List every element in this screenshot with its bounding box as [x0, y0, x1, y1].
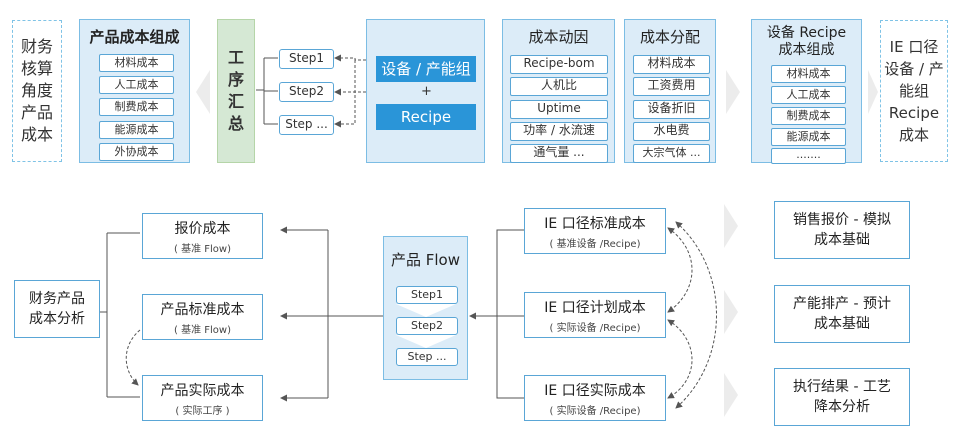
equipment-panel: 设备 / 产能组 + Recipe	[366, 19, 485, 163]
cost-allocation-panel: 成本分配 材料成本 工资费用 设备折旧 水电费 大宗气体 ...	[624, 19, 716, 163]
top-step-2: Step2	[279, 82, 334, 102]
product-cost-item: 制费成本	[99, 98, 174, 116]
top-step-1: Step1	[279, 49, 334, 69]
standard-cost-sub: ( 基准 Flow)	[174, 325, 231, 336]
ie-dashed-curve-1	[667, 227, 693, 313]
cost-allocation-item: 材料成本	[633, 55, 710, 74]
quote-cost-title: 报价成本	[174, 221, 231, 237]
product-cost-title: 产品成本组成	[89, 28, 180, 46]
result-capacity-plan: 产能排产 - 预计成本基础	[774, 285, 910, 343]
plus-sign: +	[421, 84, 432, 99]
finance-view-label: 财务核算角度产品成本	[20, 37, 53, 144]
cost-allocation-title: 成本分配	[639, 28, 700, 46]
ie-view-box: IE 口径设备 / 产能组Recipe成本	[880, 20, 948, 162]
recipe-label: Recipe	[376, 104, 476, 130]
finance-view-box: 财务核算角度产品成本	[12, 20, 62, 162]
ie-dashed-curve-2	[667, 319, 693, 399]
equipment-label: 设备 / 产能组	[376, 56, 476, 82]
product-cost-item: 人工成本	[99, 76, 174, 94]
cost-allocation-item: 大宗气体 ...	[633, 144, 710, 163]
ie-plan-box: IE 口径计划成本 ( 实际设备 /Recipe)	[524, 292, 666, 338]
ie-standard-box: IE 口径标准成本 ( 基准设备 /Recipe)	[524, 208, 666, 254]
equipment-to-step3-arrow	[334, 60, 356, 128]
actual-cost-title: 产品实际成本	[160, 383, 245, 399]
cost-allocation-item: 水电费	[633, 122, 710, 141]
chevron-down-icon	[396, 304, 456, 317]
actual-cost-box: 产品实际成本 ( 实际工序 )	[142, 375, 263, 421]
chevron-right-icon	[868, 70, 878, 114]
recipe-cost-item: .......	[771, 148, 846, 164]
finance-analysis-label: 财务产品成本分析	[29, 291, 85, 327]
chevron-down-icon	[396, 335, 456, 348]
result-execution-label: 执行结果 - 工艺降本分析	[793, 379, 891, 415]
recipe-cost-title: 设备 Recipe 成本组成	[766, 25, 847, 58]
cost-allocation-item: 工资费用	[633, 77, 710, 96]
ie-standard-title: IE 口径标准成本	[544, 216, 646, 232]
cost-driver-item: 人机比	[510, 77, 608, 96]
cost-driver-item: Recipe-bom	[510, 55, 608, 74]
cost-driver-item: 功率 / 水流速	[510, 122, 608, 141]
quote-cost-box: 报价成本 ( 基准 Flow)	[142, 213, 263, 259]
ie-actual-sub: ( 实际设备 /Recipe)	[549, 406, 641, 417]
ie-plan-sub: ( 实际设备 /Recipe)	[549, 323, 641, 334]
ie-view-label: IE 口径设备 / 产能组Recipe成本	[884, 38, 944, 144]
product-flow-panel: 产品 Flow Step1 Step2 Step ...	[383, 236, 468, 380]
recipe-cost-item: 制费成本	[771, 107, 846, 125]
flow-step-3: Step ...	[396, 348, 458, 366]
quote-cost-sub: ( 基准 Flow)	[174, 244, 231, 255]
product-cost-item: 材料成本	[99, 54, 174, 72]
process-summary-label: 工序汇总	[227, 48, 244, 133]
ie-actual-box: IE 口径实际成本 ( 实际设备 /Recipe)	[524, 375, 666, 421]
ie-plan-title: IE 口径计划成本	[544, 300, 646, 316]
top-step-3: Step ...	[279, 115, 334, 135]
cost-driver-panel: 成本动因 Recipe-bom 人机比 Uptime 功率 / 水流速 通气量 …	[502, 19, 615, 163]
flow-step-2: Step2	[396, 317, 458, 335]
ie-dashed-curve-3	[675, 221, 717, 409]
result-sales-quote-label: 销售报价 - 模拟成本基础	[793, 212, 891, 248]
product-cost-item: 外协成本	[99, 143, 174, 161]
product-cost-item: 能源成本	[99, 121, 174, 139]
flow-step-1: Step1	[396, 286, 458, 304]
result-execution: 执行结果 - 工艺降本分析	[774, 368, 910, 426]
product-flow-title: 产品 Flow	[390, 251, 460, 269]
cost-driver-item: 通气量 ...	[510, 144, 608, 163]
recipe-cost-item: 人工成本	[771, 86, 846, 104]
actual-cost-sub: ( 实际工序 )	[175, 406, 230, 417]
ie-standard-sub: ( 基准设备 /Recipe)	[549, 239, 641, 250]
cost-driver-item: Uptime	[510, 100, 608, 119]
result-sales-quote: 销售报价 - 模拟成本基础	[774, 201, 910, 259]
flow-to-cost-lines	[327, 230, 383, 398]
process-summary-box: 工序汇总	[217, 19, 255, 163]
finance-bracket	[100, 232, 140, 398]
finance-analysis-box: 财务产品成本分析	[14, 280, 100, 338]
ie-actual-title: IE 口径实际成本	[544, 383, 646, 399]
quote-to-standard-dashed	[125, 329, 141, 386]
product-cost-panel: 产品成本组成 材料成本 人工成本 制费成本 能源成本 外协成本	[79, 19, 190, 163]
equipment-to-step1-arrow	[334, 54, 366, 62]
recipe-cost-panel: 设备 Recipe 成本组成 材料成本 人工成本 制费成本 能源成本 .....…	[751, 19, 862, 164]
recipe-cost-item: 能源成本	[771, 128, 846, 146]
recipe-cost-item: 材料成本	[771, 65, 846, 83]
result-capacity-plan-label: 产能排产 - 预计成本基础	[793, 296, 891, 332]
standard-cost-title: 产品标准成本	[160, 302, 245, 318]
cost-allocation-item: 设备折旧	[633, 100, 710, 119]
ie-bracket	[496, 229, 524, 399]
summary-to-steps-line	[256, 57, 278, 125]
standard-cost-box: 产品标准成本 ( 基准 Flow)	[142, 294, 263, 340]
cost-driver-title: 成本动因	[528, 28, 589, 46]
